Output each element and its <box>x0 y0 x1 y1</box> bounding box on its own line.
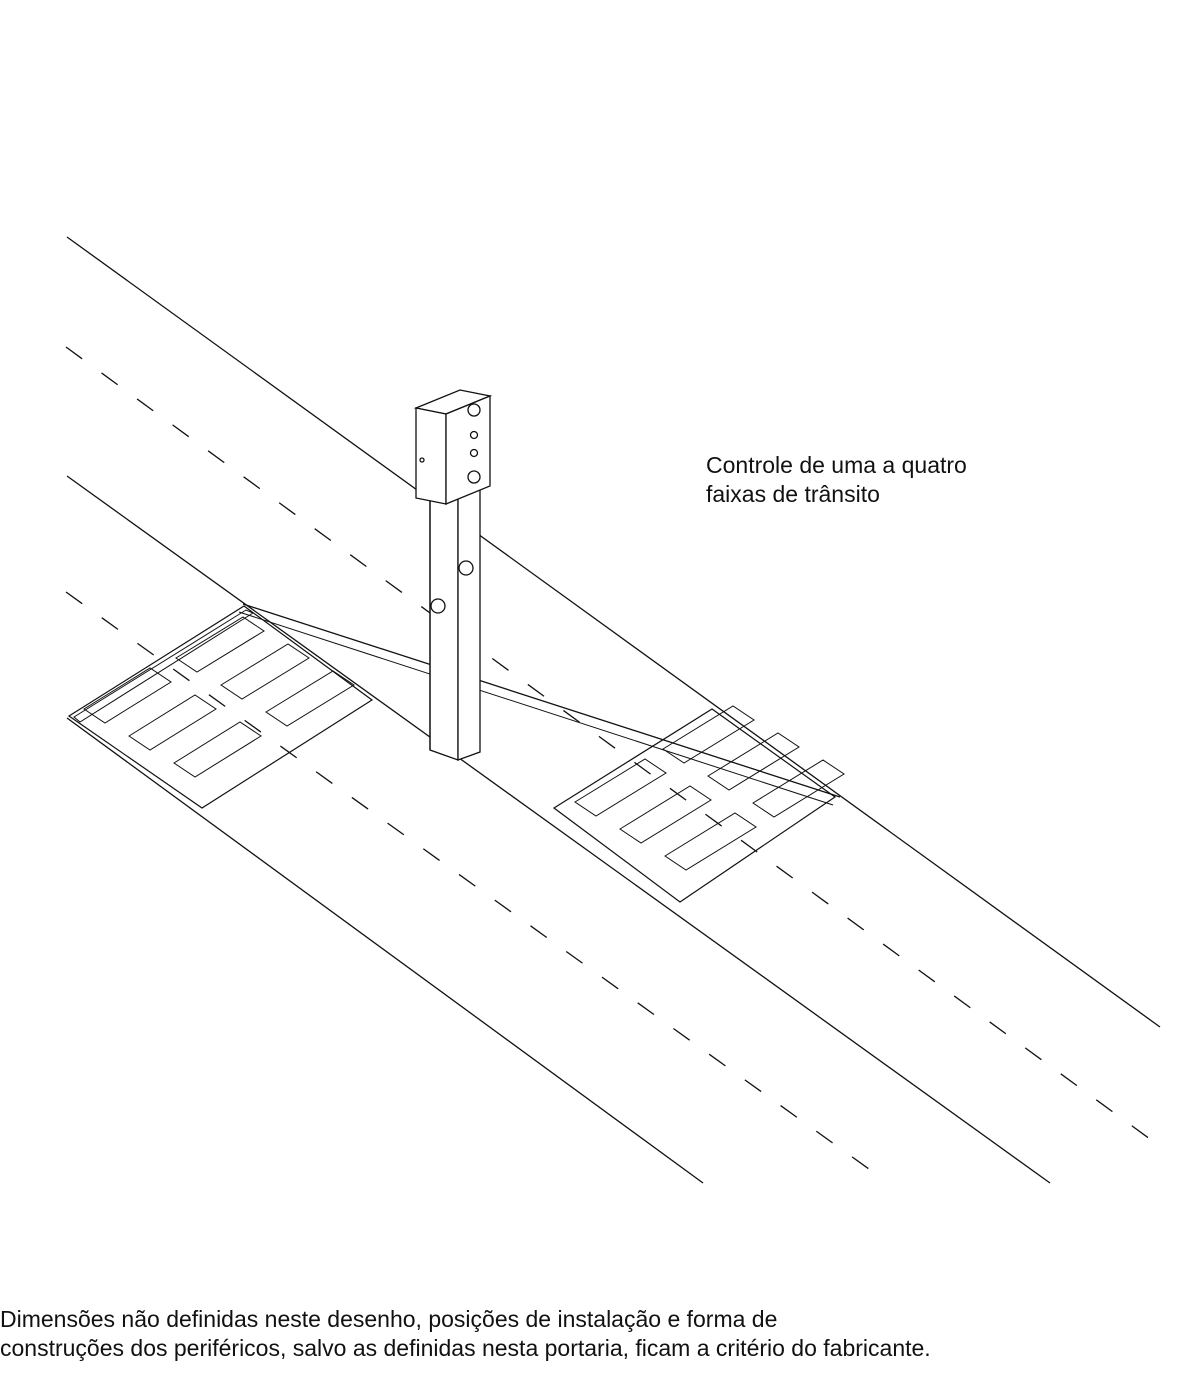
road-edge-bottom <box>66 717 704 1184</box>
post-fixing-hole-1 <box>430 598 446 614</box>
detector-pad-right <box>552 705 845 903</box>
footer-note: Dimensões não definidas neste desenho, p… <box>0 1305 1178 1363</box>
road-edge-top <box>66 236 1161 1028</box>
lane-divider-upper <box>65 346 1166 1151</box>
signal-lamp-1 <box>467 403 481 417</box>
caption-line-1: Controle de uma a quatro <box>706 452 967 478</box>
footer-line-1: Dimensões não definidas neste desenho, p… <box>0 1306 778 1332</box>
caption-line-2: faixas de trânsito <box>706 481 880 507</box>
lane-divider-lower <box>65 591 888 1183</box>
signal-lamp-2 <box>469 430 479 440</box>
lane-control-caption: Controle de uma a quatro faixas de trâns… <box>706 451 1066 509</box>
sensor-slot-line-b <box>238 611 834 806</box>
road-edge-middle <box>66 475 1051 1184</box>
post-fixing-hole-2 <box>458 560 474 576</box>
signal-lamp-3 <box>469 448 479 458</box>
control-post <box>413 389 493 761</box>
control-box-front <box>415 407 447 505</box>
signal-lamp-4 <box>467 470 481 484</box>
sensor-slot-line-a <box>242 603 841 798</box>
box-lock-icon <box>419 457 425 463</box>
detector-pad-left <box>67 605 374 809</box>
footer-line-2: construções dos periféricos, salvo as de… <box>0 1335 931 1361</box>
